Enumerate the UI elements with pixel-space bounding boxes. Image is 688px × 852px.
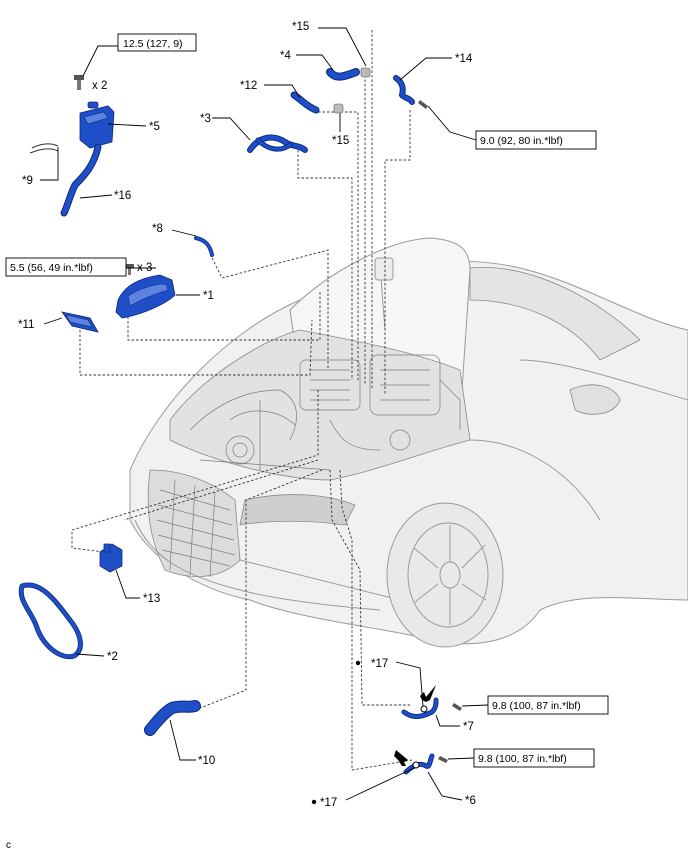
sensor-13	[99, 543, 123, 573]
reservoir-bolt-icon	[74, 75, 84, 90]
label-p1: *1	[203, 290, 214, 302]
bracket-11	[61, 311, 99, 333]
torque-spec-cover: 5.5 (56, 49 in.*lbf)	[5, 257, 127, 277]
label-p14: *14	[455, 53, 473, 65]
hose-plug-top	[360, 67, 371, 78]
label-p11: *11	[18, 319, 34, 331]
label-p10: *10	[198, 755, 215, 767]
label-p17b: *17	[320, 797, 337, 809]
label-p7: *7	[463, 721, 474, 733]
vehicle-front-illustration	[129, 237, 688, 648]
bullet-17b	[311, 799, 317, 805]
label-p6: *6	[465, 795, 476, 807]
gasket-6	[412, 761, 420, 769]
reservoir-tank	[79, 101, 115, 149]
pipe6-bolt-icon	[438, 756, 448, 763]
label-p2: *2	[107, 651, 118, 663]
label-p17a: *17	[371, 658, 388, 670]
svg-text:9.0 (92, 80 in.*lbf): 9.0 (92, 80 in.*lbf)	[480, 135, 563, 147]
coolant-hose-4	[326, 68, 360, 81]
cover-bolt-icon	[125, 264, 134, 275]
svg-text:9.8 (100, 87 in.*lbf): 9.8 (100, 87 in.*lbf)	[478, 753, 567, 765]
coolant-hose-3	[247, 134, 308, 153]
svg-text:5.5 (56, 49 in.*lbf): 5.5 (56, 49 in.*lbf)	[10, 262, 93, 274]
label-p8: *8	[152, 223, 163, 235]
label-p16: *16	[114, 190, 131, 202]
arrow-6-icon	[394, 750, 408, 766]
torque-spec-pipe6: 9.8 (100, 87 in.*lbf)	[473, 748, 595, 768]
coolant-hose-12	[290, 91, 320, 114]
gasket-7	[420, 705, 428, 713]
bracket-bolt-icon	[418, 100, 428, 109]
label-p13: *13	[143, 593, 160, 605]
part-labels: *5 *9 *16 *3 *12 *4 *15 *15 *14 *8 *1 *1…	[18, 21, 476, 809]
leader-dashed-lines	[71, 30, 413, 771]
qty-cover-bolts: x 3	[137, 262, 152, 274]
label-p4: *4	[280, 50, 291, 62]
hose-8	[194, 236, 214, 257]
torque-spec-bracket14: 9.0 (92, 80 in.*lbf)	[475, 130, 597, 150]
hose-plug-lower	[333, 103, 344, 114]
drive-belt-2	[18, 582, 83, 660]
corner-mark: c	[6, 840, 11, 851]
bracket-pipe-14	[393, 75, 415, 105]
label-p9: *9	[22, 175, 33, 187]
label-p5: *5	[149, 121, 160, 133]
qty-reservoir-bolts: x 2	[92, 80, 107, 92]
arrow-7-icon	[420, 685, 436, 702]
svg-text:9.8 (100, 87 in.*lbf): 9.8 (100, 87 in.*lbf)	[492, 700, 581, 712]
svg-text:12.5 (127, 9): 12.5 (127, 9)	[123, 38, 183, 50]
torque-spec-reservoir: 12.5 (127, 9)	[117, 33, 197, 52]
pipe7-bolt-icon	[452, 703, 462, 711]
label-p15a: *15	[292, 21, 309, 33]
pipe-6	[403, 753, 435, 775]
pipe-7	[401, 697, 439, 719]
coolant-hose-10	[144, 700, 201, 736]
label-p15b: *15	[332, 135, 349, 147]
label-p12: *12	[240, 80, 257, 92]
label-p3: *3	[200, 113, 211, 125]
hose-clip	[29, 143, 59, 154]
bullet-17a	[355, 660, 361, 666]
leader-lines	[40, 27, 489, 801]
engine-cover-1	[115, 274, 176, 319]
reservoir-hose	[60, 143, 102, 217]
torque-spec-pipe7: 9.8 (100, 87 in.*lbf)	[487, 695, 609, 715]
